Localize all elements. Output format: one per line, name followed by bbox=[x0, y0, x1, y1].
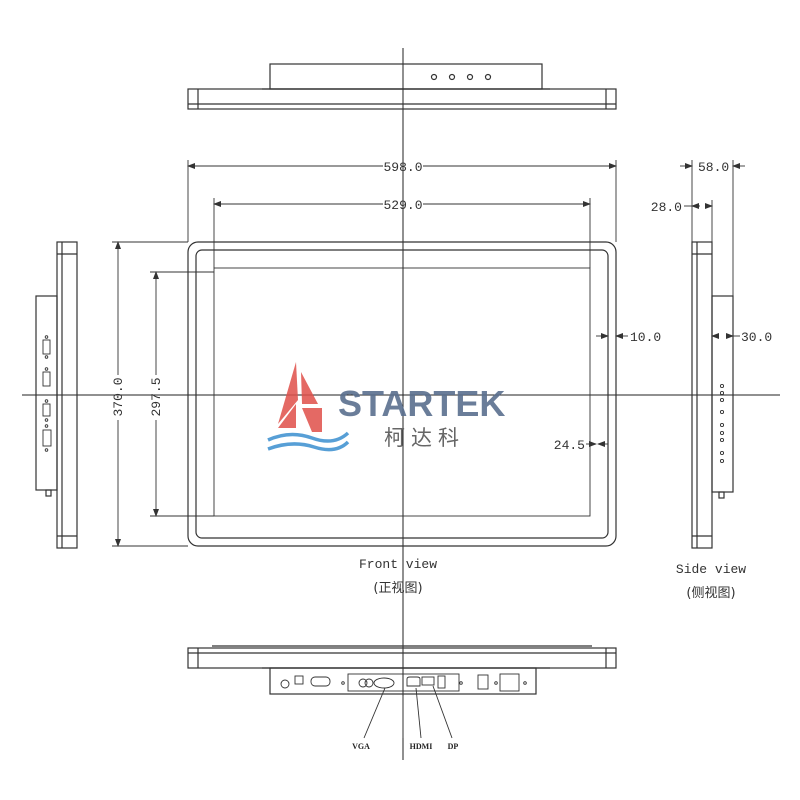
side-view-label-cn: (侧视图) bbox=[686, 586, 735, 601]
serial-port-icon bbox=[310, 676, 331, 687]
port-labels: VGA HDMI DP bbox=[352, 742, 458, 751]
usb-port-icon bbox=[294, 675, 304, 685]
left-side-view bbox=[35, 241, 78, 549]
dim-bezel-side: 10.0 bbox=[630, 330, 661, 345]
front-view-label-cn: (正视图) bbox=[373, 581, 422, 596]
left-connectors bbox=[42, 335, 52, 452]
side-view-label: Side view bbox=[676, 562, 746, 577]
dim-display-height: 297.5 bbox=[149, 377, 164, 416]
dp-port-icon bbox=[421, 676, 435, 686]
view-labels: Front view (正视图) Side view (侧视图) bbox=[359, 557, 746, 601]
side-buttons bbox=[719, 383, 725, 464]
port-leaders bbox=[363, 685, 453, 739]
dim-overall-depth: 58.0 bbox=[698, 160, 729, 175]
bottom-view bbox=[187, 645, 617, 739]
dim-overall-width: 598.0 bbox=[383, 160, 422, 175]
vga-label: VGA bbox=[352, 742, 370, 751]
startek-logo: STARTEK 柯达科 bbox=[267, 362, 505, 452]
brand-name: STARTEK bbox=[338, 383, 505, 424]
top-view bbox=[187, 63, 617, 110]
front-dimensions bbox=[112, 160, 628, 547]
side-dimensions bbox=[680, 160, 745, 339]
dim-bezel-inner: 24.5 bbox=[554, 438, 585, 453]
front-dimension-labels: 598.0 529.0 370.0 297.5 10.0 24.5 bbox=[111, 160, 661, 453]
dp-label: DP bbox=[448, 742, 459, 751]
right-side-view bbox=[691, 241, 734, 549]
center-lines bbox=[22, 48, 780, 760]
dim-frame-depth: 28.0 bbox=[651, 200, 682, 215]
hdmi-label: HDMI bbox=[410, 742, 433, 751]
top-buttons bbox=[430, 73, 492, 81]
wave-icon bbox=[267, 431, 350, 452]
front-view bbox=[187, 241, 617, 547]
side-dimension-labels: 58.0 28.0 30.0 bbox=[651, 160, 772, 345]
hdmi-port-icon bbox=[406, 676, 421, 687]
dim-overall-height: 370.0 bbox=[111, 377, 126, 416]
sail-icon bbox=[278, 362, 322, 432]
front-view-label: Front view bbox=[359, 557, 437, 572]
vga-port-icon bbox=[373, 677, 395, 689]
dim-display-width: 529.0 bbox=[383, 198, 422, 213]
dim-rear-box-depth: 30.0 bbox=[741, 330, 772, 345]
bottom-ports bbox=[280, 673, 527, 692]
brand-name-cn: 柯达科 bbox=[384, 426, 465, 450]
